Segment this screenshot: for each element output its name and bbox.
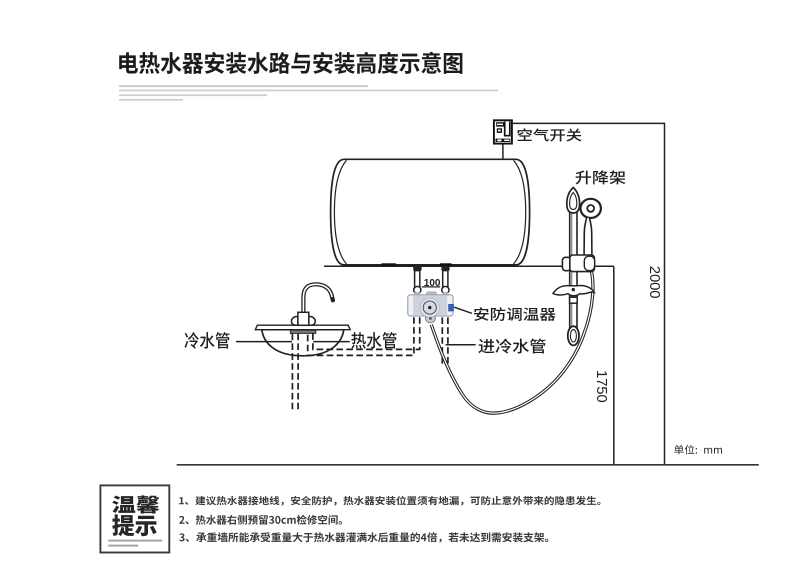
- svg-text:100: 100: [424, 278, 441, 289]
- svg-text:1750: 1750: [593, 370, 610, 403]
- svg-text:2000: 2000: [646, 266, 663, 299]
